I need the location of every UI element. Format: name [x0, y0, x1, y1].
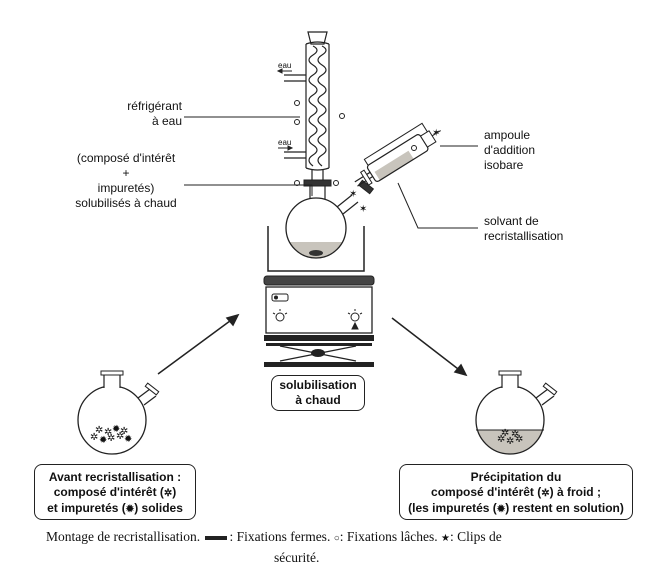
svg-text:✲: ✲ — [95, 425, 103, 436]
svg-text:✶: ✶ — [349, 189, 357, 200]
hotplate-stirrer — [263, 275, 375, 367]
stir-bar — [309, 250, 323, 256]
stir-knob — [272, 309, 288, 322]
right-crystals: ✲✲✲ ✲✲ — [497, 428, 523, 447]
before-box: Avant recristallisation : composé d'inté… — [34, 464, 196, 520]
compound-symbol: ✲ — [541, 488, 550, 499]
condenser-coil — [308, 45, 318, 167]
hotplate-base — [264, 335, 374, 341]
heating-bath — [267, 226, 365, 272]
svg-text:✲: ✲ — [497, 434, 505, 445]
heating-box: solubilisation à chaud — [271, 375, 365, 411]
svg-text:✹: ✹ — [112, 424, 120, 435]
water-in-label: eau — [278, 138, 292, 147]
svg-text:✲: ✲ — [120, 426, 128, 437]
compound-symbol: ✲ — [163, 488, 173, 499]
firm-fixation-swatch — [205, 535, 228, 540]
heat-knob — [347, 309, 363, 330]
left-flask — [77, 370, 160, 455]
safety-clip-symbol: ★ — [441, 533, 450, 544]
impurity-symbol: ✹ — [125, 504, 135, 515]
svg-text:✶: ✶ — [359, 204, 367, 215]
pointer-lines — [184, 116, 478, 229]
loose-fixation-symbol: ○ — [333, 533, 340, 544]
svg-text:✲: ✲ — [515, 434, 523, 445]
impurity-symbol: ✹ — [496, 504, 506, 515]
svg-text:✲: ✲ — [116, 431, 124, 442]
liquid-funnel — [374, 150, 414, 181]
svg-text:✲: ✲ — [107, 433, 115, 444]
dropping-funnel-label: ampoule d'addition isobare — [484, 128, 535, 172]
right-flask — [475, 370, 558, 455]
svg-text:✲: ✲ — [506, 436, 514, 447]
refrigerant-label: réfrigérant à eau — [127, 99, 182, 128]
hotplate-top — [263, 275, 375, 286]
condenser — [284, 31, 330, 186]
svg-text:✹: ✹ — [99, 435, 107, 446]
svg-text:✲: ✲ — [90, 432, 98, 443]
figure-caption: Montage de recristallisation. : Fixation… — [46, 529, 502, 565]
solubilized-label: (composé d'intérêt + impuretés) solubili… — [75, 151, 177, 210]
loose-clamps — [294, 100, 417, 186]
water-arrows — [276, 68, 294, 151]
svg-text:✲: ✲ — [511, 429, 519, 440]
water-out-label: eau — [278, 61, 292, 70]
svg-text:✲: ✲ — [104, 427, 112, 438]
svg-text:✲: ✲ — [501, 428, 509, 439]
left-solids: ✲✹✲ ✲✹✲ ✹✲✲ — [90, 424, 132, 446]
after-box: Précipitation du composé d'intérêt (✲) à… — [399, 464, 633, 520]
solvent-label: solvant de recristallisation — [484, 214, 564, 243]
addition-funnel — [354, 122, 441, 187]
process-arrows — [157, 313, 468, 377]
svg-text:✹: ✹ — [124, 434, 132, 445]
